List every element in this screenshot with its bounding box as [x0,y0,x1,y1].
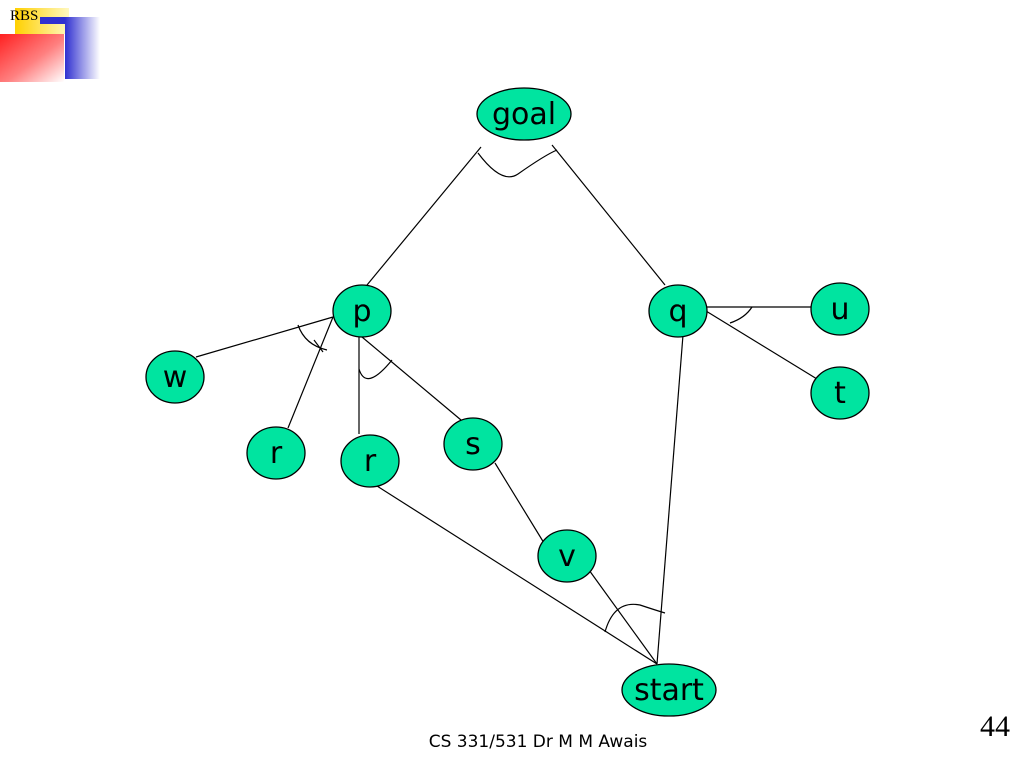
node-w: w [145,350,205,404]
node-ellipse-p [332,284,392,338]
and-arcs [297,149,753,633]
node-label-p: p [352,294,371,329]
edge-goal-p [366,146,482,286]
and-arc-start [604,603,666,633]
node-ellipse-goal [476,87,572,141]
node-r2: r [340,434,400,488]
node-label-start: start [634,673,704,708]
and-arc-p-right [358,359,393,380]
node-ellipse-u [810,282,870,336]
node-label-r2: r [364,444,377,479]
and-arc-p-left-tick [313,339,324,353]
edge-q-start [656,334,684,665]
node-ellipse-v [537,529,597,583]
edge-v-start [588,569,658,665]
rbs-logo [0,8,100,82]
footer-text: CS 331/531 Dr M M Awais [428,732,648,752]
node-label-t: t [834,376,846,411]
graph-nodes: goal p q u t w r r s v start [145,87,870,717]
node-label-w: w [163,360,188,395]
node-label-q: q [668,294,687,329]
node-ellipse-r2 [340,434,400,488]
logo-text: RBS [10,8,39,24]
node-q: q [648,284,708,338]
graph-edges [195,144,818,665]
page-number: 44 [980,710,1010,743]
node-label-r1: r [270,436,283,471]
node-s: s [443,417,503,471]
node-goal: goal [476,87,572,141]
node-v: v [537,529,597,583]
node-ellipse-q [648,284,708,338]
edge-r2-start [376,485,658,665]
edge-q-t [705,310,818,380]
node-label-u: u [830,292,849,327]
node-start: start [621,663,717,717]
and-arc-goal [477,149,558,178]
edge-s-v [494,462,545,544]
node-ellipse-s [443,417,503,471]
node-u: u [810,282,870,336]
node-t: t [810,366,870,420]
edge-p-s [361,336,462,421]
node-ellipse-start [621,663,717,717]
edge-goal-q [551,144,666,286]
node-ellipse-t [810,366,870,420]
node-r1: r [246,426,306,480]
node-label-s: s [465,427,481,462]
node-label-v: v [558,539,576,574]
node-label-goal: goal [492,97,556,132]
and-arc-q [729,306,753,324]
node-p: p [332,284,392,338]
edge-p-r1 [287,316,334,429]
node-ellipse-w [145,350,205,404]
and-arc-p-left [297,324,328,351]
node-ellipse-r1 [246,426,306,480]
edge-p-w [195,316,334,358]
